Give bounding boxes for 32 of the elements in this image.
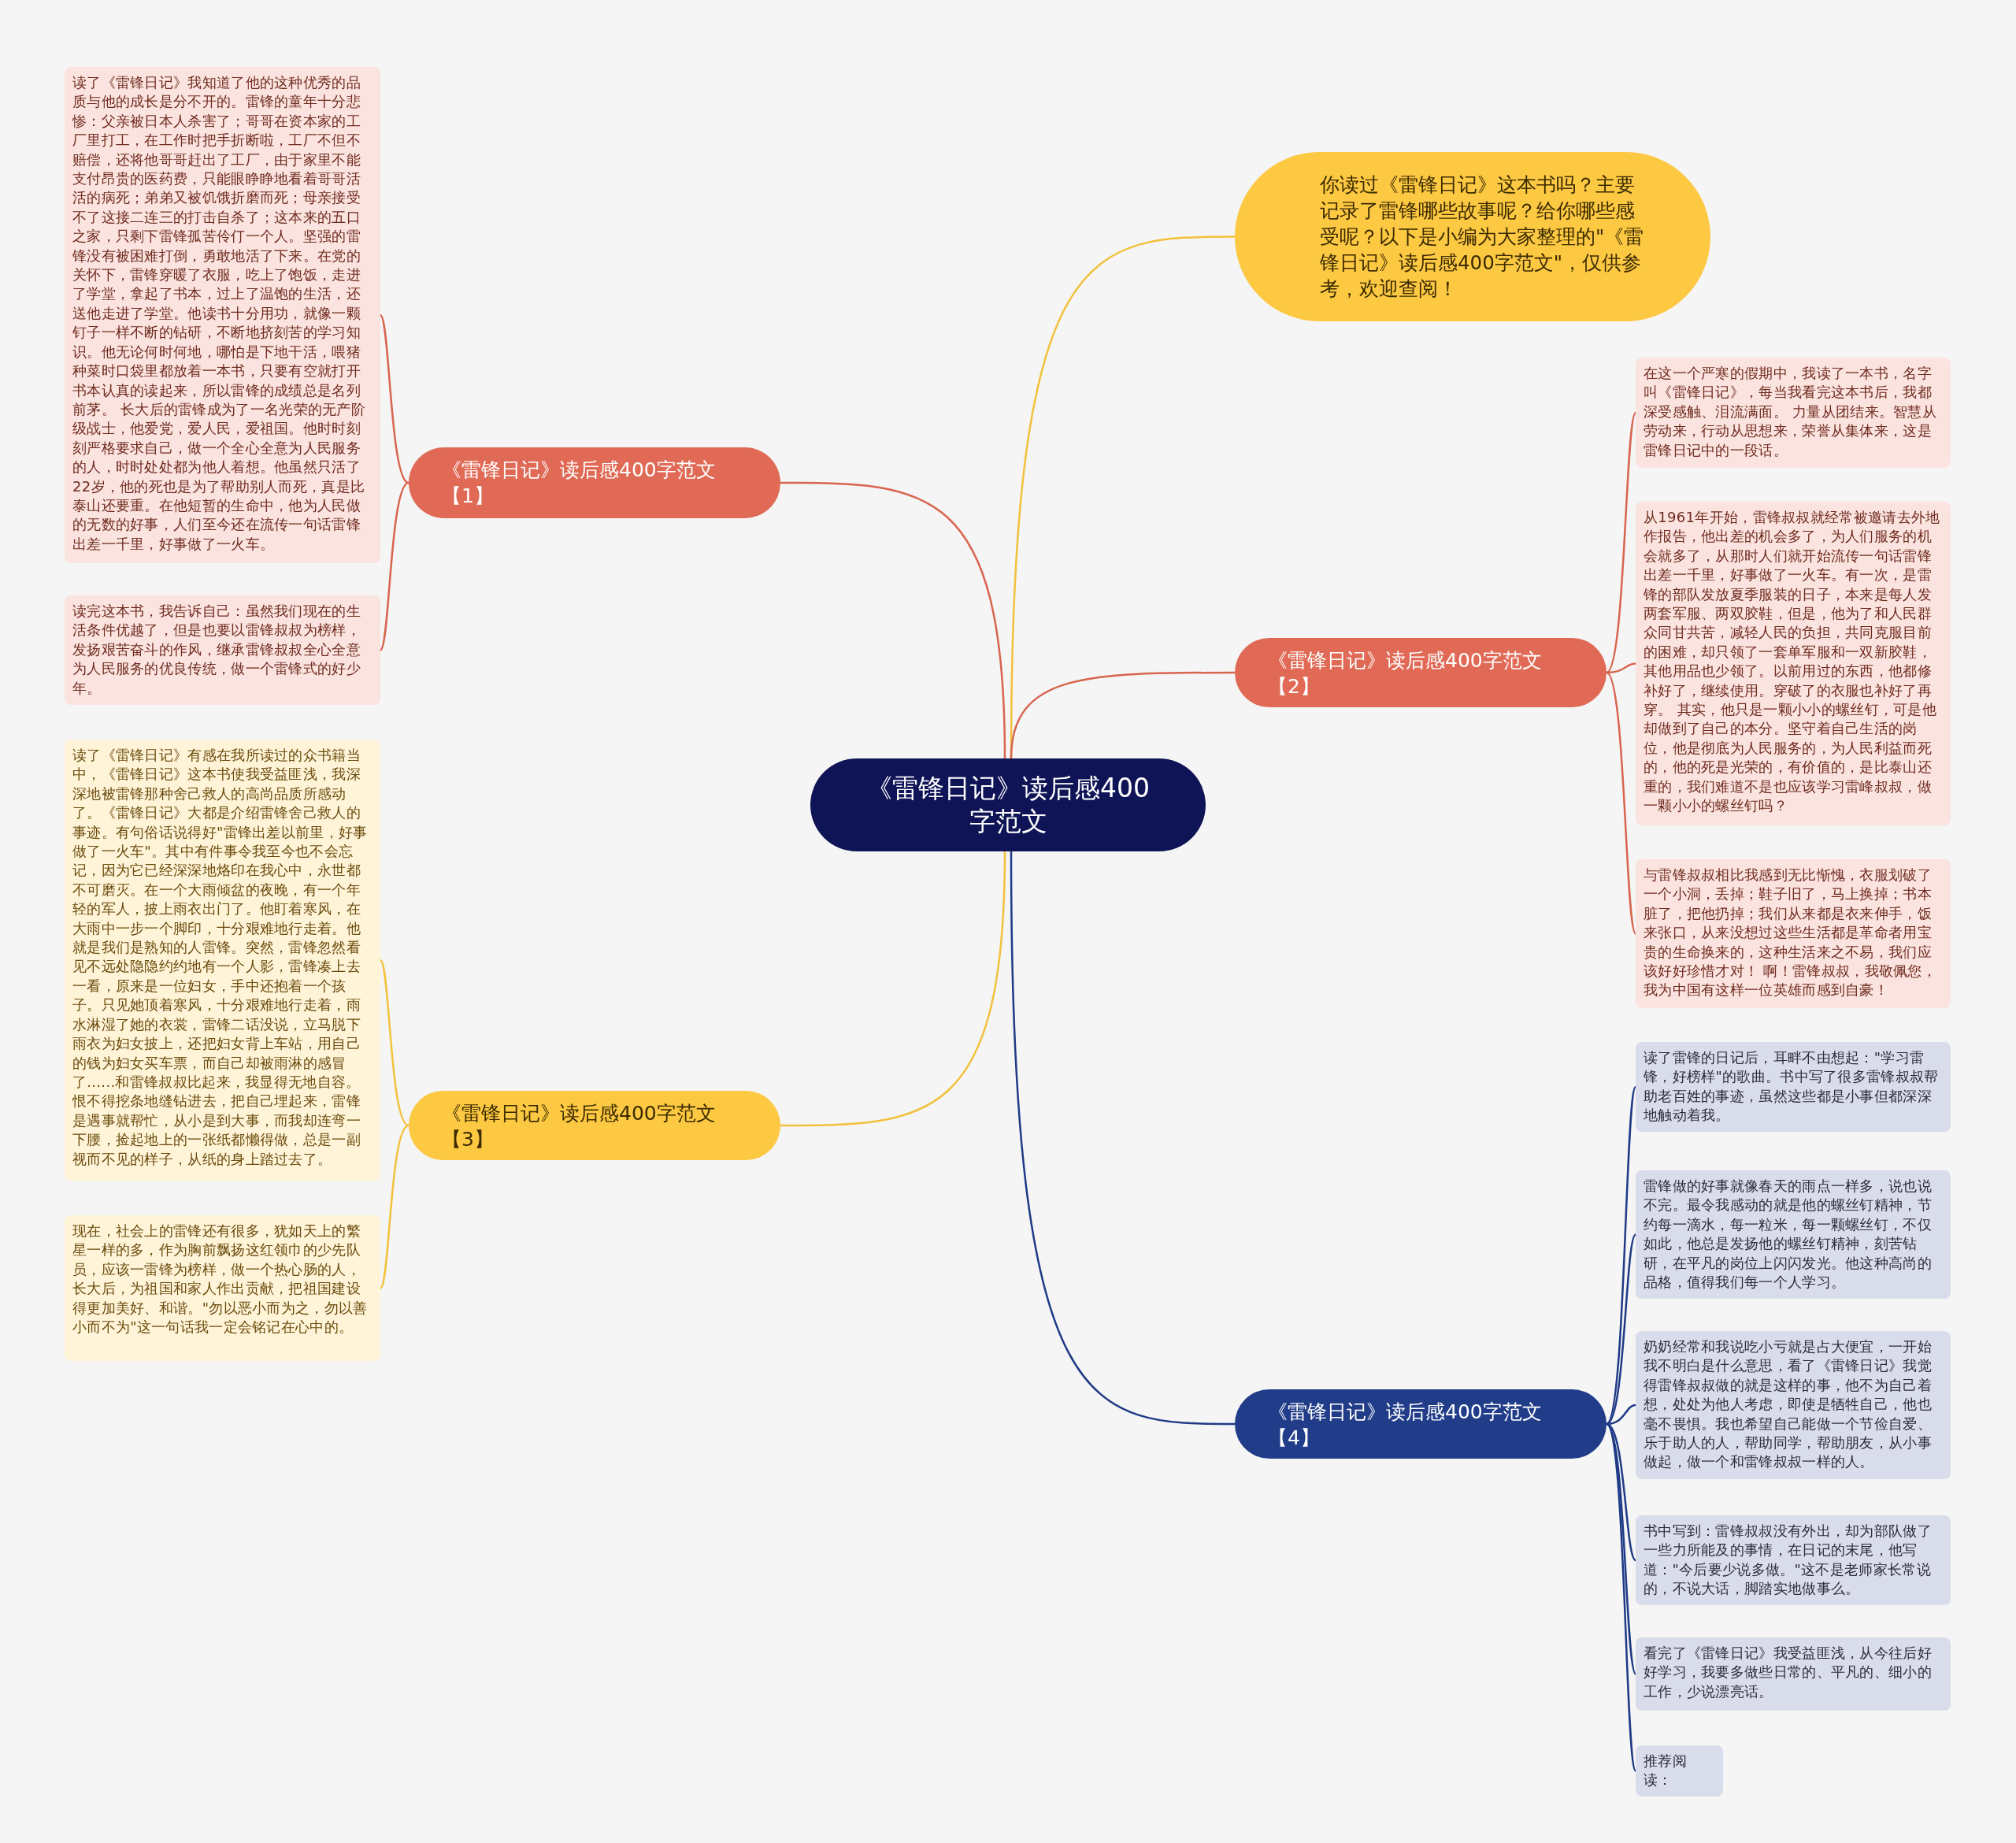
connector-line [379, 1125, 410, 1289]
branch-topic-bubble: 《雷锋日记》读后感400字范文【2】 [1235, 638, 1606, 707]
text-card: 读了《雷锋日记》有感在我所读过的众书籍当中，《雷锋日记》这本书使我受益匪浅，我深深地被雷锋那种舍己救人的高尚品质所感动了。《雷锋日记》大都是介绍雷锋舍己救人的事迹。有句俗话说得好"雷锋出差以前里，好事做了一火车"。其中有件事令我至今也不会忘记，因为它已经深深地烙印在我心中，永世都不可磨灭。在一个大雨倾盆的夜晚，有一个年轻的军人，披上雨衣出门了。他盯着寒风，在大雨中一步一个脚印，十分艰难地行走着。他就是我们是熟知的人雷锋。突然，雷锋忽然看见不远处隐隐约约地有一个人影，雷锋凑上去一看，原来是一位妇女，手中还抱着一个孩子。只见她顶着寒风，十分艰难地行走着，雨水淋湿了她的衣裳，雷锋二话没说，立马脱下雨衣为妇女披上，还把妇女背上车站，用自己的钱为妇女买车票，而自己却被雨淋的感冒了......和雷锋叔叔比起来，我显得无地自容。恨不得挖条地缝钻进去，把自己埋起来，雷锋是遇事就帮忙，从小是到大事，而我却连弯一下腰，捡起地上的一张纸都懒得做，总是一副视而不见的样子，从纸的身上踏过去了。 [65, 740, 380, 1181]
text-card: 书中写到：雷锋叔叔没有外出，却为部队做了一些力所能及的事情，在日记的末尾，他写道："今后要少说多做。"这不是老师家长常说的，不说大话，脚踏实地做事么。 [1636, 1515, 1951, 1605]
text-card: 读了雷锋的日记后，耳畔不由想起："学习雷锋，好榜样"的歌曲。书中写了很多雷锋叔叔帮助老百姓的事迹，虽然这些都是小事但都深深地触动着我。 [1636, 1042, 1951, 1132]
connector-line [1606, 412, 1637, 673]
text-card: 在这一个严寒的假期中，我读了一本书，名字叫《雷锋日记》，每当我看完这本书后，我都深受感触、泪流满面。 力量从团结来。智慧从劳动来，行动从思想来，荣誉从集体来，这是雷锋日记中的一段话。 [1636, 358, 1951, 468]
connector-line [379, 959, 410, 1126]
connector-line [1606, 672, 1637, 935]
text-card: 雷锋做的好事就像春天的雨点一样多，说也说不完。最令我感动的就是他的螺丝钉精神，节约每一滴水，每一粒米，每一颗螺丝钉，不仅如此，他总是发扬他的螺丝钉精神，刻苦钻研，在平凡的岗位上闪闪发光。他这种高尚的品格，值得我们每一个人学习。 [1636, 1170, 1951, 1299]
central-topic-bubble: 《雷锋日记》读后感400字范文 [810, 758, 1206, 851]
text-card: 与雷锋叔叔相比我感到无比惭愧，衣服划破了一个小洞，丢掉；鞋子旧了，马上换掉；书本脏了，把他扔掉；我们从来都是衣来伸手，饭来张口，从来没想过这些生活都是革命者用宝贵的生命换来的，这种生活来之不易，我们应该好好珍惜才对！ 啊！雷锋叔叔，我敬佩您，我为中国有这样一位英雄而感到自豪！ [1636, 859, 1951, 1008]
connector-line [379, 482, 410, 651]
branch-topic-bubble: 《雷锋日记》读后感400字范文【3】 [409, 1091, 780, 1160]
connector-line [1605, 1423, 1637, 1771]
text-card: 奶奶经常和我说吃小亏就是占大便宜，一开始我不明白是什么意思，看了《雷锋日记》我觉得雷锋叔叔做的就是这样的事，他不为自己着想，处处为他人考虑，即使是牺牲自己，他也毫不畏惧。我也希望自己能做一个节俭自爱、乐于助人的人，帮助同学，帮助朋友，从小事做起，做一个和雷锋叔叔一样的人。 [1636, 1331, 1951, 1479]
connector-line [379, 314, 410, 484]
connector-line [780, 481, 1006, 759]
connector-line [1606, 662, 1636, 674]
text-card: 推荐阅读： [1636, 1745, 1723, 1797]
connector-line [1010, 671, 1235, 759]
branch-topic-bubble: 《雷锋日记》读后感400字范文【1】 [409, 447, 780, 518]
connector-line [780, 851, 1006, 1127]
intro-bubble: 你读过《雷锋日记》这本书吗？主要记录了雷锋哪些故事呢？给你哪些感受呢？以下是小编为大家整理的"《雷锋日记》读后感400字范文"，仅供参考，欢迎查阅！ [1235, 152, 1710, 321]
connector-line [1010, 851, 1235, 1426]
text-card: 从1961年开始，雷锋叔叔就经常被邀请去外地作报告，他出差的机会多了，为人们服务的机会就多了，从那时人们就开始流传一句话雷锋出差一千里，好事做了一火车。有一次，是雷锋的部队发放夏季服装的日子，本来是每人发两套军服、两双胶鞋，但是，他为了和人民群众同甘共苦，减轻人民的负担，共同克服目前的困难，却只领了一套单军服和一双新胶鞋，其他用品也少领了。以前用过的东西，他都修补好了，继续使用。穿破了的衣服也补好了再穿。 其实，他只是一颗小小的螺丝钉，可是他却做到了自己的本分。坚守着自己生活的岗位，他是彻底为人民服务的，为人民利益而死的，他的死是光荣的，有价值的，是比泰山还重的，我们难道不是也应该学习雷峰叔叔，做一颗小小的螺丝钉吗？ [1636, 502, 1951, 825]
text-card: 读完这本书，我告诉自己：虽然我们现在的生活条件优越了，但是也要以雷锋叔叔为榜样，发扬艰苦奋斗的作风，继承雷锋叔叔全心全意为人民服务的优良传统，做一个雷锋式的好少年。 [65, 595, 380, 705]
connector-line [1606, 1233, 1637, 1425]
text-card: 现在，社会上的雷锋还有很多，犹如天上的繁星一样的多，作为胸前飘扬这红领巾的少先队员，应该一雷锋为榜样，做一个热心肠的人，长大后，为祖国和家人作出贡献，把祖国建设得更加美好、和谐。"勿以恶小而为之，勿以善小而不为"这一句话我一定会铭记在心中的。 [65, 1215, 380, 1361]
branch-topic-bubble: 《雷锋日记》读后感400字范文【4】 [1235, 1389, 1606, 1459]
text-card: 读了《雷锋日记》我知道了他的这种优秀的品质与他的成长是分不开的。雷锋的童年十分悲惨：父亲被日本人杀害了；哥哥在资本家的工厂里打工，在工作时把手折断啦，工厂不但不赔偿，还将他哥哥赶出了工厂，由于家里不能支付昂贵的医药费，只能眼睁睁地看着哥哥活活的病死；弟弟又被饥饿折磨而死；母亲接受不了这接二连三的打击自杀了；这本来的五口之家，只剩下雷锋孤苦伶仃一个人。坚强的雷锋没有被困难打倒，勇敢地活了下来。在党的关怀下，雷锋穿暖了衣服，吃上了饱饭，走进了学堂，拿起了书本，过上了温饱的生活，还送他走进了学堂。他读书十分用功，就像一颗钉子一样不断的钻研，不断地挤刻苦的学习知识。他无论何时何地，哪怕是下地干活，喂猪种菜时口袋里都放着一本书，只要有空就打开书本认真的读起来，所以雷锋的成绩总是名列前茅。 长大后的雷锋成为了一名光荣的无产阶级战士，他爱党，爱人民，爱祖国。他时时刻刻严格要求自己，做一个全心全意为人民服务的人，时时处处都为他人着想。他虽然只活了22岁，他的死也是为了帮助别人而死，真是比泰山还要重。在他短暂的生命中，他为人民做的无数的好事，人们至今还在流传一句话雷锋出差一千里，好事做了一火车。 [65, 67, 380, 563]
text-card: 看完了《雷锋日记》我受益匪浅，从今往后好好学习，我要多做些日常的、平凡的、细小的工作，少说漂亮话。 [1636, 1637, 1951, 1711]
